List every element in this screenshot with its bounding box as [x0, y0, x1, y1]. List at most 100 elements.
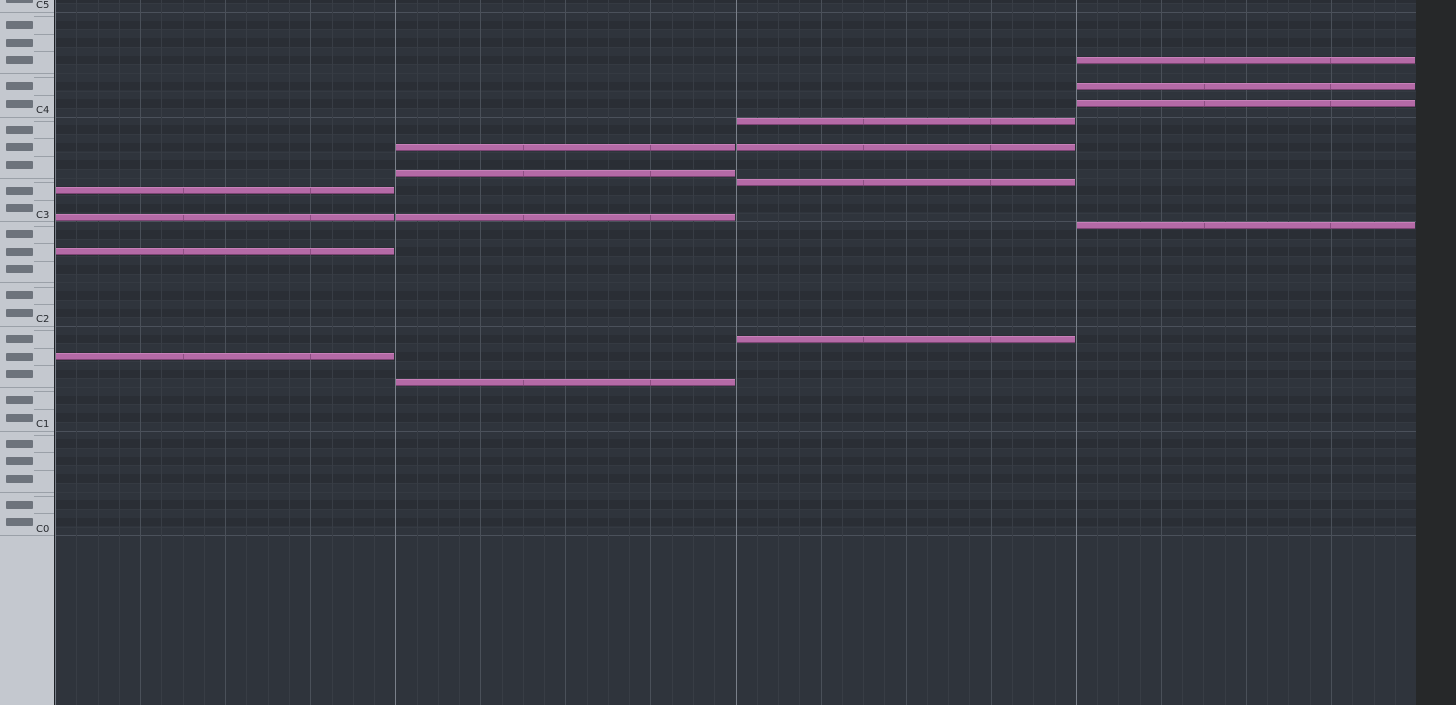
black-key[interactable]: [6, 204, 33, 213]
white-key-divider: [0, 535, 54, 537]
midi-note[interactable]: [396, 213, 735, 221]
grid-column-line: [735, 0, 737, 705]
grid-column-line: [501, 0, 503, 705]
note-beat-divider: [649, 170, 651, 176]
note-beat-divider: [309, 214, 311, 220]
white-key-divider: [34, 51, 54, 53]
white-key-divider: [0, 491, 54, 493]
grid-column-line: [246, 0, 248, 705]
black-key[interactable]: [6, 247, 33, 256]
white-key-divider: [34, 155, 54, 157]
white-key-divider: [34, 496, 54, 497]
grid-column-line: [926, 0, 928, 705]
black-key[interactable]: [6, 186, 33, 195]
midi-note[interactable]: [1076, 222, 1416, 230]
midi-note[interactable]: [396, 169, 735, 177]
grid-column-line: [416, 0, 418, 705]
black-key[interactable]: [6, 518, 33, 527]
midi-note[interactable]: [56, 213, 395, 221]
grid-column-line: [1394, 0, 1396, 705]
grid-column-line: [756, 0, 758, 705]
grid-column-line: [629, 0, 631, 705]
midi-note[interactable]: [1076, 100, 1416, 108]
note-beat-divider: [182, 214, 184, 220]
midi-note[interactable]: [56, 353, 395, 360]
note-beat-divider: [1330, 101, 1332, 107]
grid-column-line: [905, 0, 907, 705]
black-key[interactable]: [6, 457, 33, 466]
grid-column-line: [55, 0, 56, 705]
grid-column-line: [607, 0, 609, 705]
black-key[interactable]: [6, 99, 33, 108]
midi-note[interactable]: [56, 187, 395, 195]
note-beat-divider: [649, 380, 651, 386]
midi-note[interactable]: [736, 143, 1075, 151]
note-beat-divider: [990, 336, 992, 342]
black-key[interactable]: [6, 125, 33, 134]
midi-note[interactable]: [1076, 82, 1416, 90]
black-key[interactable]: [6, 56, 33, 64]
midi-note[interactable]: [736, 178, 1075, 186]
grid-column-line: [693, 0, 694, 705]
black-key[interactable]: [6, 352, 33, 361]
black-key[interactable]: [6, 500, 33, 509]
black-key[interactable]: [6, 230, 33, 239]
note-beat-divider: [309, 354, 311, 359]
note-beat-divider: [1203, 101, 1205, 107]
midi-note[interactable]: [56, 248, 395, 256]
grid-column-line: [948, 0, 950, 705]
note-beat-divider: [863, 336, 865, 342]
grid-column-line: [884, 0, 886, 705]
grid-column-line: [1118, 0, 1120, 705]
grid-column-line: [331, 0, 333, 705]
grid-column-line: [203, 0, 205, 705]
black-key[interactable]: [6, 413, 33, 422]
midi-note[interactable]: [736, 335, 1075, 343]
grid-column-line: [225, 0, 227, 705]
midi-note[interactable]: [396, 379, 735, 387]
grid-column-line: [395, 0, 397, 705]
black-key[interactable]: [6, 396, 33, 405]
grid-column-line: [990, 0, 992, 705]
note-beat-divider: [309, 188, 311, 194]
black-key[interactable]: [6, 160, 33, 169]
grid-column-line: [1309, 0, 1311, 705]
black-key[interactable]: [6, 265, 33, 274]
white-key-divider: [34, 330, 54, 332]
black-key[interactable]: [6, 21, 33, 30]
grid-column-line: [969, 0, 971, 705]
midi-note[interactable]: [396, 143, 735, 151]
black-key[interactable]: [6, 0, 33, 3]
black-key[interactable]: [6, 82, 33, 91]
black-key[interactable]: [6, 439, 33, 448]
grid-column-line: [1224, 0, 1226, 705]
black-key[interactable]: [6, 308, 33, 317]
black-key[interactable]: [6, 143, 33, 152]
midi-note[interactable]: [1076, 56, 1416, 64]
white-key-divider: [34, 243, 54, 245]
grid-column-line: [288, 0, 290, 705]
grid-column-line: [267, 0, 269, 705]
grid-column-line: [1352, 0, 1354, 705]
note-beat-divider: [309, 249, 311, 255]
grid-column-line: [820, 0, 822, 705]
black-key[interactable]: [6, 291, 33, 300]
note-beat-divider: [1330, 83, 1332, 89]
octave-label-c5: C5: [36, 0, 50, 12]
grid-column-line: [1054, 0, 1056, 705]
note-beat-divider: [182, 188, 184, 194]
white-key-divider: [34, 260, 54, 262]
white-key-divider: [34, 469, 54, 471]
grid-column-line: [1097, 0, 1098, 705]
grid-column-line: [118, 0, 120, 705]
grid-column-line: [480, 0, 482, 705]
octave-label-c2: C2: [36, 314, 50, 326]
black-key[interactable]: [6, 38, 33, 47]
note-grid[interactable]: [55, 0, 1416, 705]
midi-note[interactable]: [736, 117, 1075, 125]
grid-column-line: [76, 0, 78, 705]
black-key[interactable]: [6, 474, 33, 483]
black-key[interactable]: [6, 335, 33, 343]
black-key[interactable]: [6, 369, 33, 378]
